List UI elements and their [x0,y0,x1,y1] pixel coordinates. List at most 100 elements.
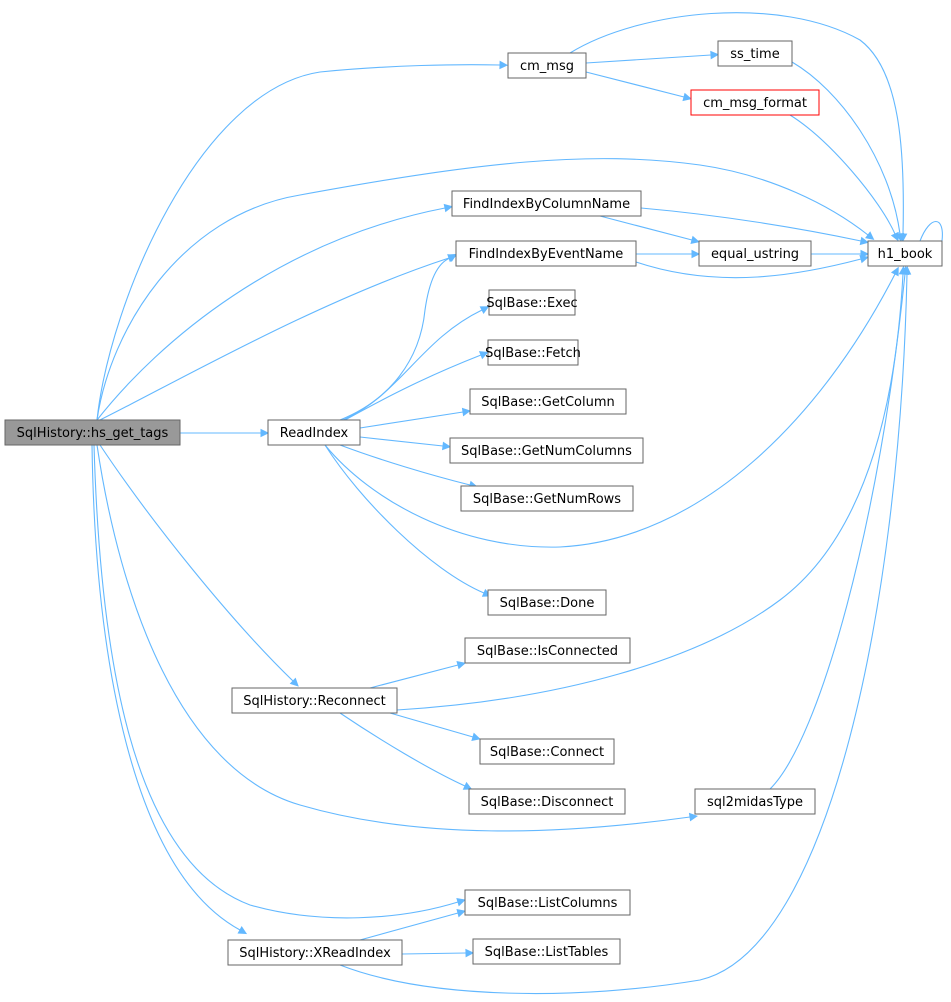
node-box [4,419,181,446]
node-label: SqlHistory::Reconnect [243,694,385,709]
edge-XReadIndex-to-h1_book [339,265,912,995]
node-label: FindIndexByEventName [469,247,624,262]
node-box [487,339,579,366]
edge-FindIndexByEventName-to-equal_ustring [636,249,701,259]
node-label: SqlBase::Disconnect [481,795,614,810]
node-box [464,889,631,916]
arrowhead [479,306,490,315]
node-equal_ustring[interactable]: equal_ustring [698,240,812,267]
node-Reconnect[interactable]: SqlHistory::Reconnect [231,687,398,714]
node-label: SqlBase::Done [500,596,595,611]
arrowhead [688,812,698,822]
node-label: SqlBase::ListColumns [478,896,618,911]
node-cm_msg_format[interactable]: cm_msg_format [690,89,820,116]
node-hs_get_tags[interactable]: SqlHistory::hs_get_tags [4,419,181,446]
node-GetColumn[interactable]: SqlBase::GetColumn [469,388,627,415]
edge-hs_get_tags-to-h1_book [96,158,875,421]
node-sql2midasType[interactable]: sql2midasType [694,788,816,815]
node-label: SqlBase::Fetch [485,346,581,361]
arrowhead [902,265,912,275]
node-ReadIndex[interactable]: ReadIndex [267,419,361,446]
node-box [469,388,627,415]
edge-cm_msg-to-cm_msg_format [585,71,692,102]
node-ListTables[interactable]: SqlBase::ListTables [472,938,621,965]
node-GetNumColumns[interactable]: SqlBase::GetNumColumns [449,437,644,464]
arrowhead [890,266,899,277]
arrowhead [456,908,466,918]
node-box [717,40,793,67]
node-ss_time[interactable]: ss_time [717,40,793,67]
edges-layer [91,12,943,995]
edge-ReadIndex-to-GetNumColumns [359,436,452,451]
node-label: ReadIndex [280,426,349,441]
arrowhead [710,50,720,60]
edge-XReadIndex-to-ListColumns [359,908,466,941]
arrowhead [456,897,466,907]
edge-hs_get_tags-to-XReadIndex [91,444,248,935]
node-box [231,687,398,714]
node-label: cm_msg_format [703,96,807,111]
arrowhead [499,60,509,70]
edge-equal_ustring-to-h1_book [811,249,870,259]
node-label: SqlBase::Connect [490,745,604,760]
arrowhead [691,249,701,259]
node-label: SqlBase::ListTables [485,945,609,960]
arrowhead [443,203,454,213]
edge-FindIndexByColumnName-to-h1_book [640,207,869,246]
node-box [507,52,587,79]
node-Done[interactable]: SqlBase::Done [487,589,607,616]
node-Fetch[interactable]: SqlBase::Fetch [485,339,581,366]
arrowhead [237,926,248,935]
node-label: SqlBase::GetNumColumns [461,444,632,459]
node-label: SqlHistory::hs_get_tags [17,426,169,441]
edge-ReadIndex-to-Fetch [344,351,489,421]
node-box [698,240,812,267]
arrowhead [465,948,475,958]
node-box [488,289,576,316]
node-label: SqlBase::GetNumRows [473,492,621,507]
arrowhead [865,231,875,240]
node-box [694,788,816,815]
arrowhead [456,660,466,670]
node-ListColumns[interactable]: SqlBase::ListColumns [464,889,631,916]
arrowhead [447,253,458,262]
arrowhead [471,732,481,742]
edge-Reconnect-to-IsConnected [369,660,466,689]
node-Exec[interactable]: SqlBase::Exec [486,289,578,316]
node-label: h1_book [878,247,933,262]
edge-cm_msg_format-to-h1_book [789,114,899,242]
node-box [472,938,621,965]
arrowhead [461,407,471,417]
arrowhead [289,677,299,687]
node-label: SqlBase::IsConnected [477,644,618,659]
node-Connect[interactable]: SqlBase::Connect [479,738,615,765]
node-FindIndexByEventName[interactable]: FindIndexByEventName [455,240,637,267]
node-box [449,437,644,464]
arrowhead [442,441,452,451]
edge-hs_get_tags-to-ReadIndex [180,428,270,438]
node-box [227,939,403,966]
node-XReadIndex[interactable]: SqlHistory::XReadIndex [227,939,403,966]
node-box [690,89,820,116]
node-label: cm_msg [520,59,574,74]
arrowhead [260,428,270,438]
arrowhead [682,92,692,102]
node-label: equal_ustring [711,247,799,262]
edge-hs_get_tags-to-Reconnect [99,444,299,687]
node-cm_msg[interactable]: cm_msg [507,52,587,79]
edge-hs_get_tags-to-sql2midasType [96,444,698,832]
node-label: SqlBase::Exec [486,296,577,311]
edge-XReadIndex-to-ListTables [401,948,475,958]
edge-ReadIndex-to-FindIndexByEventName [339,253,458,421]
node-IsConnected[interactable]: SqlBase::IsConnected [464,637,631,664]
arrowhead [860,249,870,259]
arrowhead [690,235,700,245]
node-box [455,240,637,267]
node-FindIndexByColumnName[interactable]: FindIndexByColumnName [451,190,642,217]
node-Disconnect[interactable]: SqlBase::Disconnect [468,788,626,815]
node-h1_book[interactable]: h1_book [867,240,943,267]
node-box [487,589,607,616]
edge-cm_msg-to-ss_time [585,50,720,64]
node-GetNumRows[interactable]: SqlBase::GetNumRows [460,485,634,512]
